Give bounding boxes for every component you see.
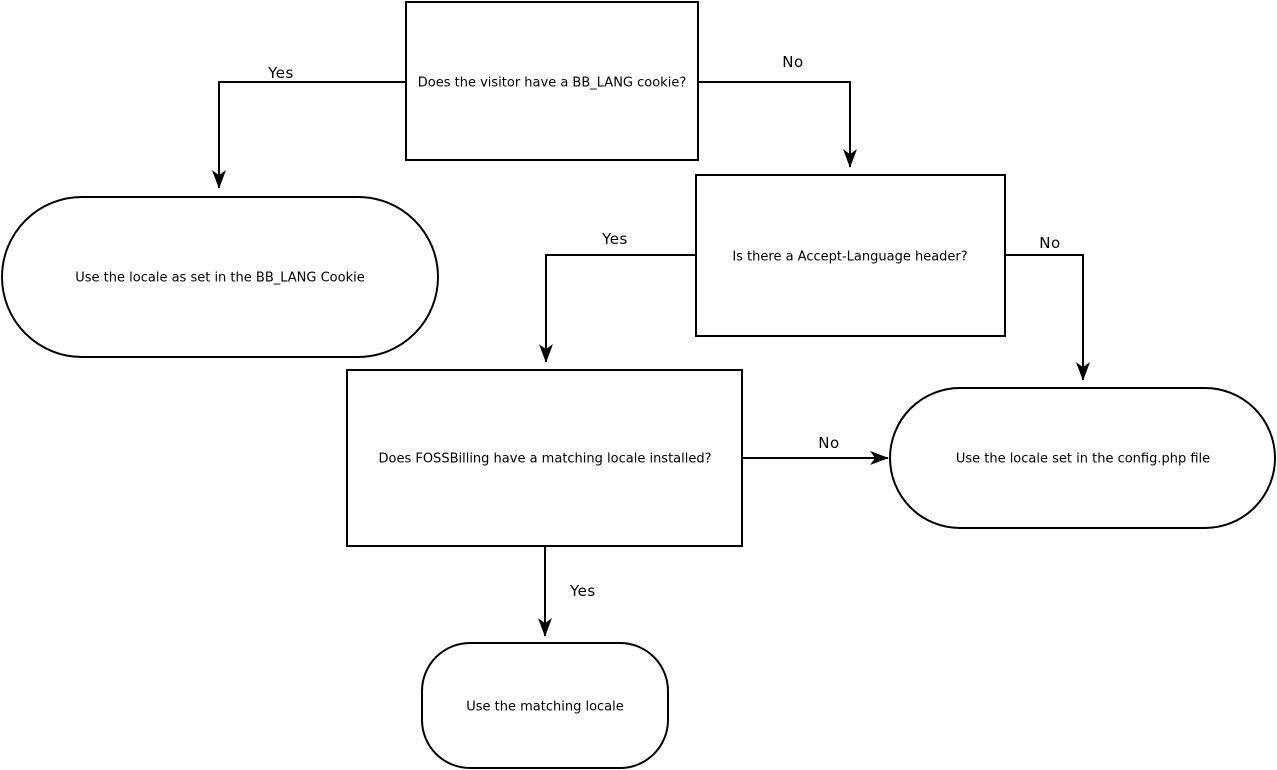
node-locale-question-label: Does FOSSBilling have a matching locale …: [378, 452, 711, 467]
node-locale-question-shape: [346, 369, 743, 547]
node-cookie-result-shape: [1, 196, 439, 358]
edge-header-yes: Yes: [539, 230, 696, 363]
edge-header-no-label: No: [1039, 234, 1060, 252]
node-config-result-label: Use the locale set in the config.php fil…: [956, 452, 1210, 467]
edge-locale-no: No: [742, 434, 889, 465]
edge-header-no: No: [1005, 234, 1090, 381]
node-cookie-question: Does the visitor have a BB_LANG cookie?: [405, 1, 699, 161]
edge-header-yes-label: Yes: [601, 230, 628, 248]
node-matching-result-shape: [421, 642, 669, 769]
edge-locale-yes: Yes: [538, 546, 596, 637]
node-cookie-question-shape: [405, 1, 699, 161]
edge-cookie-no-line: [698, 81, 857, 168]
node-matching-result-label: Use the matching locale: [466, 700, 624, 715]
edge-header-yes-line: [539, 254, 696, 363]
node-locale-question: Does FOSSBilling have a matching locale …: [346, 369, 743, 547]
edge-locale-no-label: No: [818, 434, 839, 452]
node-header-question-label: Is there a Accept-Language header?: [732, 250, 967, 265]
node-config-result: Use the locale set in the config.php fil…: [889, 387, 1276, 529]
node-config-result-shape: [889, 387, 1276, 529]
edge-cookie-yes: Yes: [212, 64, 406, 189]
edge-cookie-no: No: [698, 53, 857, 168]
edge-header-no-line: [1005, 254, 1090, 381]
node-header-question: Is there a Accept-Language header?: [695, 174, 1006, 337]
edge-cookie-yes-label: Yes: [267, 64, 294, 82]
edge-cookie-no-label: No: [782, 53, 803, 71]
node-cookie-result: Use the locale as set in the BB_LANG Coo…: [1, 196, 439, 358]
edge-cookie-yes-line: [212, 81, 406, 189]
node-matching-result: Use the matching locale: [421, 642, 669, 769]
node-cookie-result-label: Use the locale as set in the BB_LANG Coo…: [75, 271, 364, 286]
node-cookie-question-label: Does the visitor have a BB_LANG cookie?: [418, 76, 686, 91]
node-header-question-shape: [695, 174, 1006, 337]
edge-locale-yes-label: Yes: [569, 582, 596, 600]
